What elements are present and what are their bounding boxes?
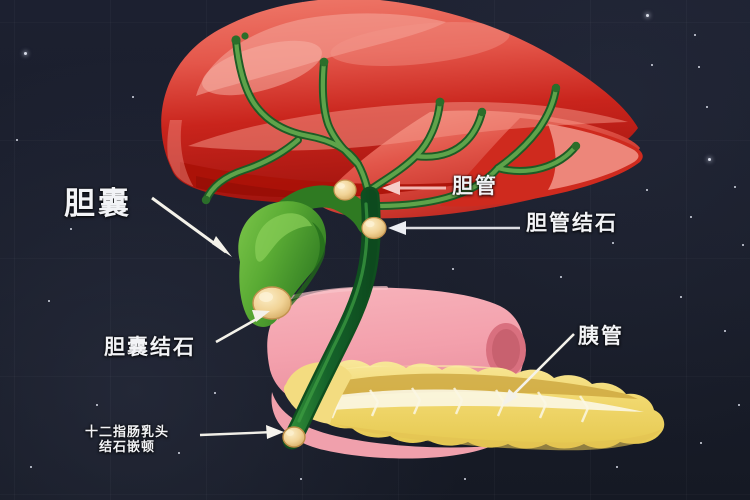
label-bile-duct-stone: 胆管结石 [526, 212, 618, 235]
bile-duct-stone-upper [333, 179, 357, 201]
bile-duct-stone-lower [361, 216, 387, 240]
bile-duct-stone-pointer [388, 221, 520, 235]
pancreas-organ [283, 359, 665, 451]
duodenum-lower-edge [271, 392, 492, 459]
papilla-impacted-stone [282, 426, 306, 448]
biliary-tree [201, 32, 581, 222]
label-gallbladder-stone: 胆囊结石 [104, 336, 196, 359]
pancreatic-duct-lumen [306, 389, 644, 412]
cbd-highlight [297, 202, 369, 423]
pointer-arrows [151, 181, 575, 439]
gallbladder-highlight [255, 213, 312, 262]
duodenal-papilla-pointer [199, 425, 284, 439]
label-duodenal-papilla-line2: 结石嵌顿 [98, 439, 155, 455]
label-pancreatic-duct: 胰管 [578, 325, 624, 348]
gallbladder-shadow [278, 222, 326, 320]
duodenum-lumen [492, 329, 520, 371]
label-bile-duct: 胆管 [452, 175, 498, 198]
liver-tip-highlight [548, 124, 639, 190]
gallbladder-stone-highlight [259, 292, 273, 302]
label-gallbladder: 胆囊 [64, 186, 132, 221]
label-duodenal-papilla-line1: 十二指肠乳头 [84, 424, 169, 439]
common-bile-duct [282, 179, 387, 450]
biliary-tree-core [203, 37, 579, 221]
label-duodenal-papilla: 十二指肠乳头 结石嵌顿 [62, 424, 192, 455]
bile-duct-pointer [382, 181, 446, 195]
gallbladder-stone-pointer [215, 310, 270, 344]
pancreatic-duct-pointer [502, 333, 575, 406]
biliary-tree-tips [201, 32, 581, 205]
gallbladder-pointer [151, 196, 232, 257]
